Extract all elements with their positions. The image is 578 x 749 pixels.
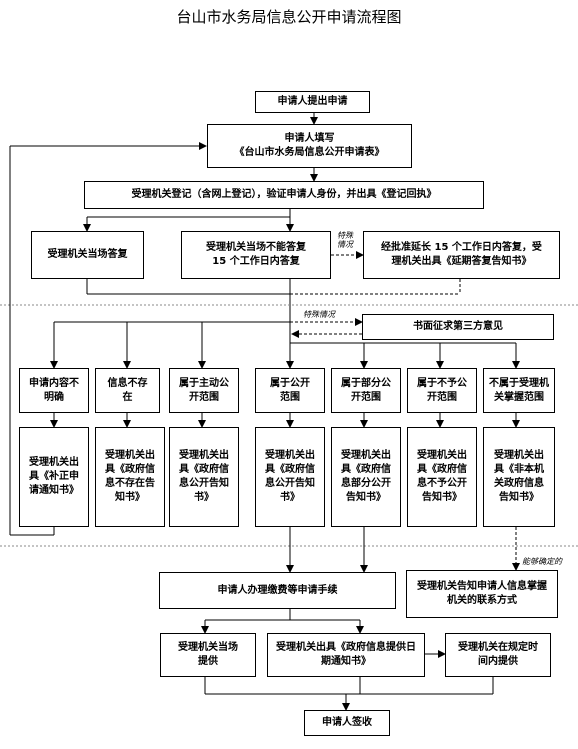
node-notice-not-exist: 受理机关出具《政府信息不存在告知书》 [95,427,165,527]
node-fill-form: 申请人填写《台山市水务局信息公开申请表》 [207,124,412,168]
node-cat-not-exist: 信息不存在 [95,368,160,413]
node-extend: 经批准延长 15 个工作日内答复，受理机关出具《延期答复告知书》 [363,231,560,279]
edge-label-special-1: 特殊情况 [337,231,353,249]
node-date-notice: 受理机关出具《政府信息提供日期通知书》 [267,633,425,677]
node-notice-open: 受理机关出具《政府信息公开告知书》 [255,427,325,527]
node-provide-now: 受理机关当场提供 [160,633,256,677]
node-register: 受理机关登记（含网上登记），验证申请人身份，并出具《登记回执》 [84,181,484,209]
node-sign: 申请人签收 [304,710,390,736]
node-reply-now: 受理机关当场答复 [31,231,144,279]
page-title: 台山市水务局信息公开申请流程图 [176,8,402,26]
node-notice-not-held: 受理机关出具《非本机关政府信息告知书》 [483,427,555,527]
node-third-party: 书面征求第三方意见 [362,314,554,340]
node-cat-open: 属于公开范围 [255,368,325,413]
node-fee: 申请人办理缴费等申请手续 [159,572,396,609]
node-notice-withheld: 受理机关出具《政府信息不予公开告知书》 [407,427,477,527]
node-cat-active: 属于主动公开范围 [169,368,239,413]
node-cat-partial: 属于部分公开范围 [331,368,401,413]
edge-label-special-2: 特殊情况 [303,310,335,319]
node-notice-correction: 受理机关出具《补正申请通知书》 [19,427,89,527]
node-provide-later: 受理机关在规定时间内提供 [445,633,551,677]
edge-label-determinable: 能够确定的 [522,557,562,566]
node-apply: 申请人提出申请 [255,91,370,113]
node-cat-unclear: 申请内容不明确 [19,368,89,413]
node-inform-contact: 受理机关告知申请人信息掌握机关的联系方式 [406,570,558,618]
node-cat-withheld: 属于不予公开范围 [407,368,477,413]
node-cat-not-held: 不属于受理机关掌握范围 [483,368,555,413]
node-notice-partial: 受理机关出具《政府信息部分公开告知书》 [331,427,401,527]
node-notice-active: 受理机关出具《政府信息公开告知书》 [169,427,239,527]
